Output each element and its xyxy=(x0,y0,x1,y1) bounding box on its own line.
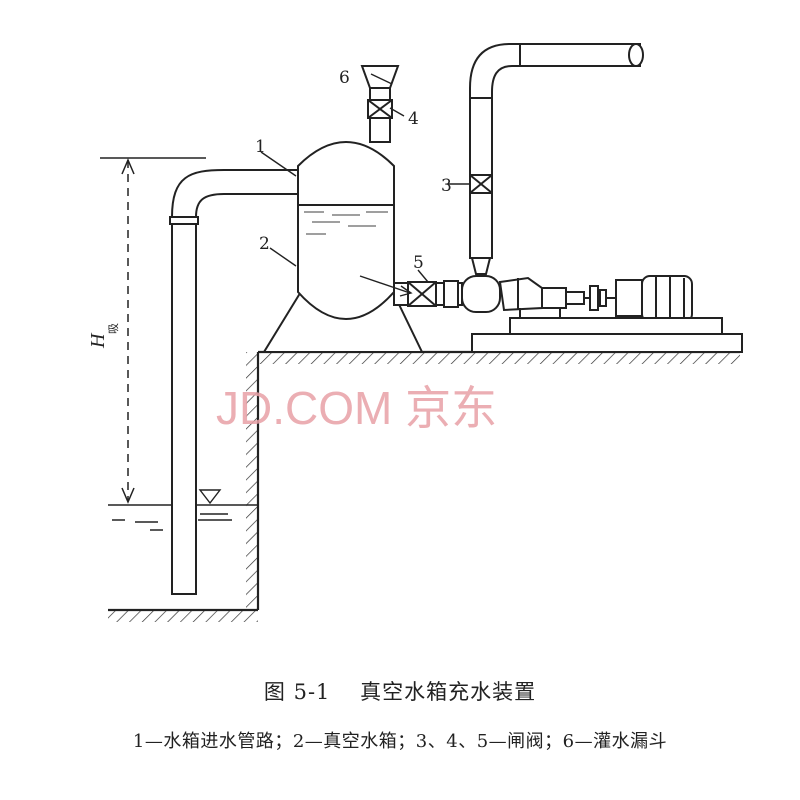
h-label: H xyxy=(87,332,109,349)
discharge-pipe xyxy=(469,43,644,275)
water-level-triangle-icon xyxy=(198,489,222,505)
figure-legend: 1—水箱进水管路；2—真空水箱；3、4、5—闸阀；6—灌水漏斗 xyxy=(132,731,668,752)
suction-height-dimension xyxy=(100,157,206,504)
inlet-pipe xyxy=(169,169,327,595)
label-2: 2 xyxy=(259,234,270,254)
figure-title: 图 5-1 真空水箱充水装置 xyxy=(263,680,537,704)
label-6: 6 xyxy=(339,68,350,88)
label-4: 4 xyxy=(408,109,419,129)
label-3: 3 xyxy=(441,176,452,196)
tank-water-hatch xyxy=(304,211,388,235)
pointer-lines xyxy=(260,73,470,297)
h-subscript: 吸 xyxy=(107,323,120,334)
pump-icon xyxy=(461,275,616,313)
gate-valve-icon xyxy=(367,99,393,119)
suction-height-label: H 吸 xyxy=(87,323,120,349)
pump-base xyxy=(471,308,743,353)
watermark: JD.COM 京东 xyxy=(216,382,497,434)
vacuum-tank xyxy=(262,141,424,353)
suction-connection xyxy=(393,280,463,308)
label-1: 1 xyxy=(255,137,266,157)
label-5: 5 xyxy=(413,253,424,273)
